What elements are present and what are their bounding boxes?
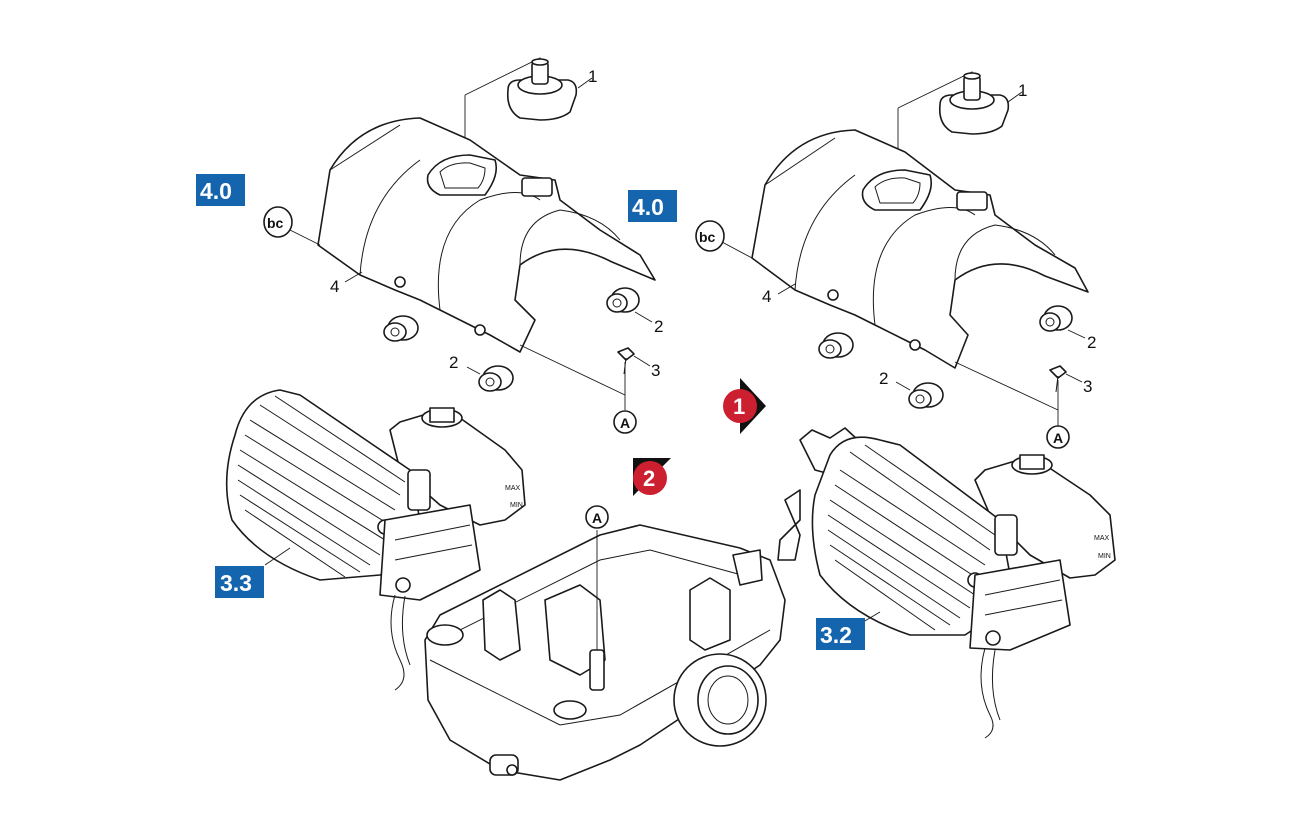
badge-label: 3.3: [220, 570, 252, 596]
right-screw: [1049, 365, 1067, 393]
callout-4: 4: [762, 287, 771, 306]
step-marker-1: 1: [723, 378, 766, 434]
gauge-max-label: MAX: [505, 485, 521, 492]
right-rubber-foot-c: [908, 382, 944, 409]
left-motor-cover: [317, 117, 656, 353]
badge-label: 3.2: [820, 622, 852, 648]
section-badge-right-top: 4.0: [628, 190, 677, 222]
right-rubber-foot-b: [818, 332, 854, 359]
circled-bc-marker: bc: [699, 229, 716, 245]
left-rubber-foot-a: [606, 287, 640, 313]
section-badge-left-bottom: 3.3: [215, 566, 264, 598]
callout-3: 3: [1083, 377, 1092, 396]
callout-2: 2: [654, 317, 663, 336]
badge-label: 4.0: [200, 178, 232, 204]
step-2-label: 2: [643, 466, 655, 491]
callout-4: 4: [330, 277, 339, 296]
left-rubber-foot-b: [383, 315, 419, 342]
gauge-min-label: MIN: [510, 502, 523, 509]
right-motor-cover: [751, 129, 1089, 369]
step-1-label: 1: [733, 394, 745, 419]
right-rubber-foot-a: [1039, 305, 1073, 332]
callout-2: 2: [449, 353, 458, 372]
circled-bc-marker: bc: [267, 215, 284, 231]
section-badge-left-top: 4.0: [196, 174, 245, 206]
badge-box: [816, 618, 865, 650]
circled-a-marker: A: [1053, 430, 1063, 446]
right-cover-assembly: 1 2 2 3 A bc 4: [695, 71, 1096, 449]
gauge-max-label: MAX: [1094, 535, 1110, 542]
callout-2: 2: [879, 369, 888, 388]
chassis-base: [424, 524, 786, 781]
section-badge-right-bottom: 3.2: [816, 618, 865, 650]
badge-box: [196, 174, 245, 206]
callout-1: 1: [1018, 81, 1027, 100]
callout-3: 3: [651, 361, 660, 380]
step-marker-2: 2: [633, 458, 671, 496]
left-cover-assembly: 1 2 2 3 A: [263, 57, 663, 434]
right-cap-part: [938, 72, 1010, 135]
left-cap-part: [506, 58, 578, 121]
right-motor-pump-unit: MAX MIN: [777, 427, 1116, 739]
circled-a-marker: A: [620, 415, 630, 431]
badge-box: [628, 190, 677, 222]
gauge-min-label: MIN: [1098, 553, 1111, 560]
left-rubber-foot-c: [478, 365, 514, 392]
badge-box: [215, 566, 264, 598]
callout-1: 1: [588, 67, 597, 86]
callout-2: 2: [1087, 333, 1096, 352]
circled-a-marker: A: [592, 510, 602, 526]
left-screw: [617, 347, 635, 375]
left-motor-pump-unit: MAX MIN: [225, 389, 526, 691]
badge-label: 4.0: [632, 194, 664, 220]
